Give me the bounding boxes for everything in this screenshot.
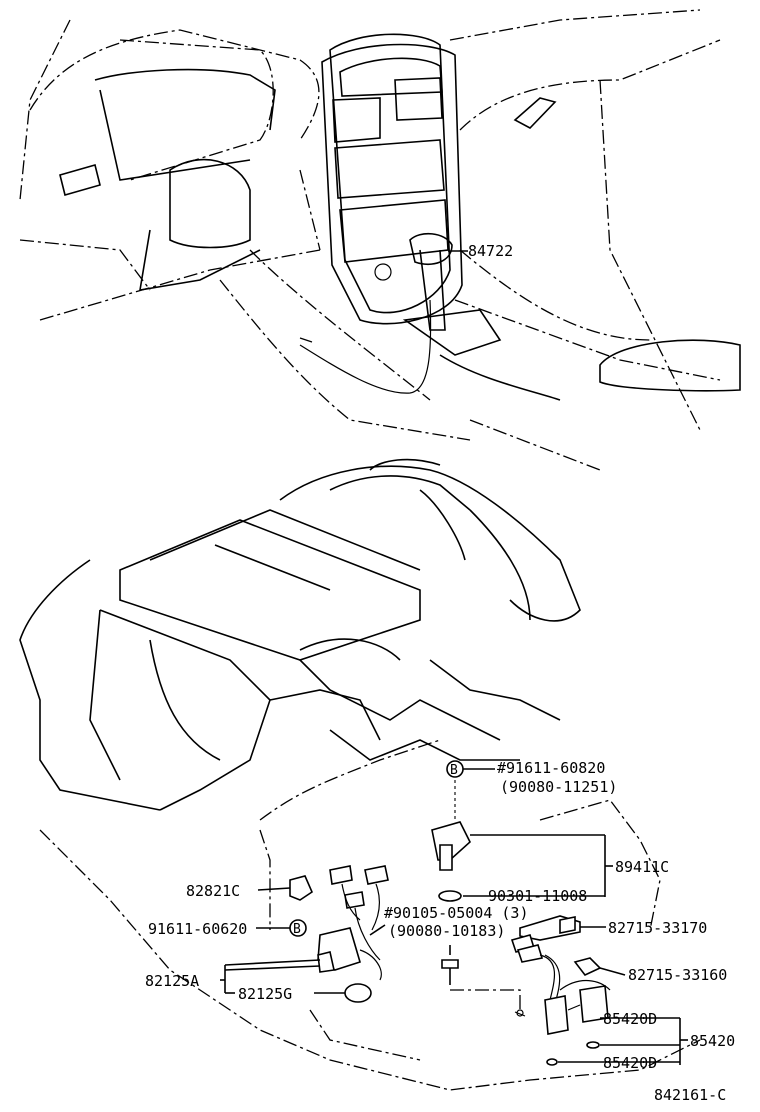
part-label-82125g: 82125G xyxy=(238,985,292,1003)
part-label-89411c: 89411C xyxy=(615,858,669,876)
marker-b-upper: B xyxy=(450,763,458,778)
part-label-90301-11008: 90301-11008 xyxy=(488,887,587,905)
solenoid-harness xyxy=(510,934,688,1066)
bracket-33170 xyxy=(519,915,606,941)
part-label-85420: 85420 xyxy=(690,1032,735,1050)
marker-b-lower: B xyxy=(293,922,301,937)
part-label-91611-60820: #91611-60820 xyxy=(497,759,605,777)
harness-82125 xyxy=(289,865,389,1003)
part-label-90105-05004: #90105-05004 (3) xyxy=(384,904,529,922)
callout-84722: 84722 xyxy=(448,242,513,260)
sensor-assembly xyxy=(431,780,613,902)
part-label-82715-33170: 82715-33170 xyxy=(608,919,707,937)
part-label-91611-60620: 91611-60620 xyxy=(148,920,247,938)
diagram-id: 842161-C xyxy=(654,1086,726,1104)
left-leaders xyxy=(220,887,345,994)
engine-illustration xyxy=(19,458,701,1091)
part-label-90080-11251: (90080-11251) xyxy=(500,778,617,796)
part-label-82125a: 82125A xyxy=(145,972,199,990)
part-label-84722: 84722 xyxy=(468,242,513,260)
bolt-b-marker-upper: B xyxy=(446,760,495,778)
bracket-33160 xyxy=(573,957,626,976)
part-label-85420d-2: 85420D xyxy=(603,1054,657,1072)
bolt-b-marker-lower: B xyxy=(289,919,307,937)
screw-assembly xyxy=(441,945,459,985)
part-label-90080-10183: (90080-10183) xyxy=(388,922,505,940)
part-label-82821c: 82821C xyxy=(186,882,240,900)
labels: #91611-60820 (90080-11251) 89411C 90301-… xyxy=(145,759,735,1104)
part-label-82715-33160: 82715-33160 xyxy=(628,966,727,984)
part-label-85420d-1: 85420D xyxy=(603,1010,657,1028)
dashboard-illustration xyxy=(19,9,741,471)
